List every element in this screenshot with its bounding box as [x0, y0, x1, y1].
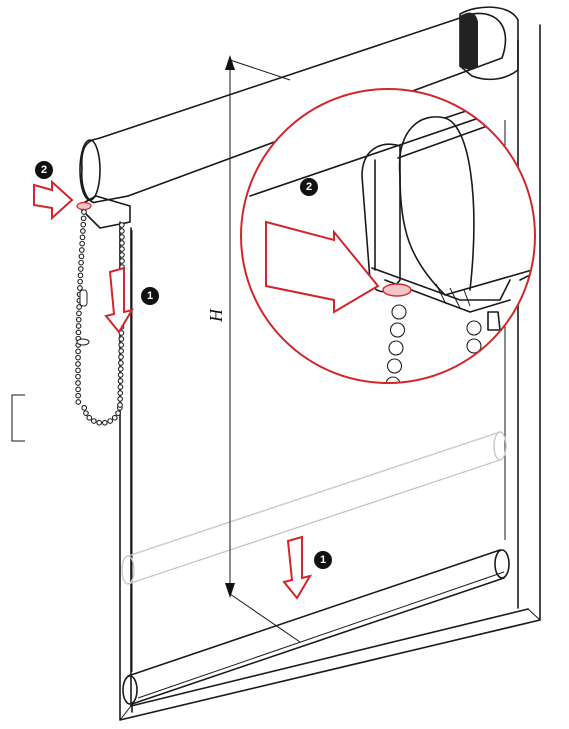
chain-bead — [389, 322, 406, 338]
height-label: H — [206, 308, 226, 323]
chain-bead — [117, 366, 124, 372]
chain-bead — [75, 386, 81, 393]
chain-bead — [117, 372, 124, 378]
callout-badge-1-bar: 1 — [314, 551, 332, 569]
chain-bead — [117, 378, 124, 384]
pull-chain-arrow — [33, 179, 74, 221]
chain-bead — [90, 418, 97, 424]
pull-point-marker — [76, 201, 92, 211]
chain-bead — [77, 266, 84, 272]
chain-bead — [80, 228, 86, 234]
chain-bead — [115, 410, 121, 417]
chain-bead — [385, 395, 399, 409]
chain-bead — [75, 367, 81, 374]
ghost-bottom-bar — [121, 431, 507, 585]
chain-bead — [118, 360, 124, 366]
chain-bead — [83, 410, 89, 417]
callout-badge-2-main: 2 — [35, 161, 53, 179]
chain-bead — [101, 419, 108, 426]
chain-bead — [78, 259, 84, 266]
chain-bead — [75, 348, 81, 355]
chain-bead — [79, 240, 85, 247]
chain-bead — [75, 329, 82, 336]
window-frame — [119, 24, 541, 721]
chain-bead — [96, 419, 103, 426]
callout-number-2: 2 — [41, 164, 47, 176]
side-bracket-mark — [11, 394, 25, 442]
chain-bead — [119, 228, 125, 234]
chain-bead — [75, 392, 82, 399]
chain-bead — [119, 258, 125, 264]
height-dimension: H — [206, 55, 301, 643]
callout-badge-2-zoom: 2 — [300, 178, 318, 196]
chain-bead — [391, 304, 407, 320]
chain-bead — [81, 404, 88, 411]
chain-bead — [117, 396, 123, 402]
chain-bead — [75, 373, 81, 380]
chain-bead — [75, 361, 81, 367]
chain-bead — [77, 285, 83, 291]
chain-bead — [383, 413, 397, 427]
chain-bead — [81, 209, 87, 215]
chain-bead — [76, 310, 82, 317]
detail-zoom-circle: 2 — [240, 88, 536, 445]
bar-down-arrow — [282, 535, 313, 600]
chain-bead — [119, 234, 125, 240]
chain-bead — [118, 354, 124, 360]
chain-bead — [107, 418, 114, 424]
chain-bead — [117, 402, 123, 408]
chain-bead — [467, 393, 481, 407]
chain-bead — [77, 278, 84, 285]
chain-down-arrow — [104, 266, 135, 334]
chain-bead — [75, 323, 82, 329]
callout-number-2-zoom: 2 — [306, 181, 312, 193]
chain-bead — [466, 338, 482, 354]
chain-bead — [111, 414, 118, 421]
chain-bead — [76, 304, 82, 310]
chain-bead — [466, 374, 482, 383]
chain-bead — [118, 336, 125, 342]
chain-bead — [388, 340, 404, 356]
chain-stopper — [76, 338, 90, 346]
chain-bead — [80, 221, 87, 228]
chain-bead — [80, 215, 87, 222]
chain-bead — [118, 342, 125, 348]
chain-bead — [467, 411, 481, 425]
chain-bead — [119, 240, 125, 246]
chain-connector — [79, 289, 88, 307]
chain-bead — [466, 320, 482, 336]
chain-bead — [77, 272, 84, 279]
chain-bead — [118, 348, 124, 354]
chain-bead — [78, 247, 85, 253]
chain-bead — [75, 380, 81, 386]
chain-bead — [75, 354, 81, 361]
chain-bead — [119, 246, 125, 252]
chain-bead — [86, 414, 93, 421]
chain-bead — [79, 234, 86, 241]
chain-bead — [119, 252, 125, 258]
chain-bead — [117, 384, 124, 390]
chain-bead — [78, 253, 85, 260]
chain-bead — [75, 399, 82, 405]
callout-number-1: 1 — [147, 290, 153, 302]
chain-bead — [117, 390, 124, 396]
callout-number-1-bar: 1 — [320, 554, 326, 566]
chain-bead — [382, 431, 396, 445]
roller-tube — [77, 6, 519, 229]
chain-bead — [118, 222, 125, 228]
chain-bead — [386, 358, 403, 374]
chain-bead — [75, 316, 82, 323]
chain-bead — [385, 376, 401, 383]
callout-badge-1-chain: 1 — [141, 287, 159, 305]
bottom-bar — [122, 549, 510, 713]
